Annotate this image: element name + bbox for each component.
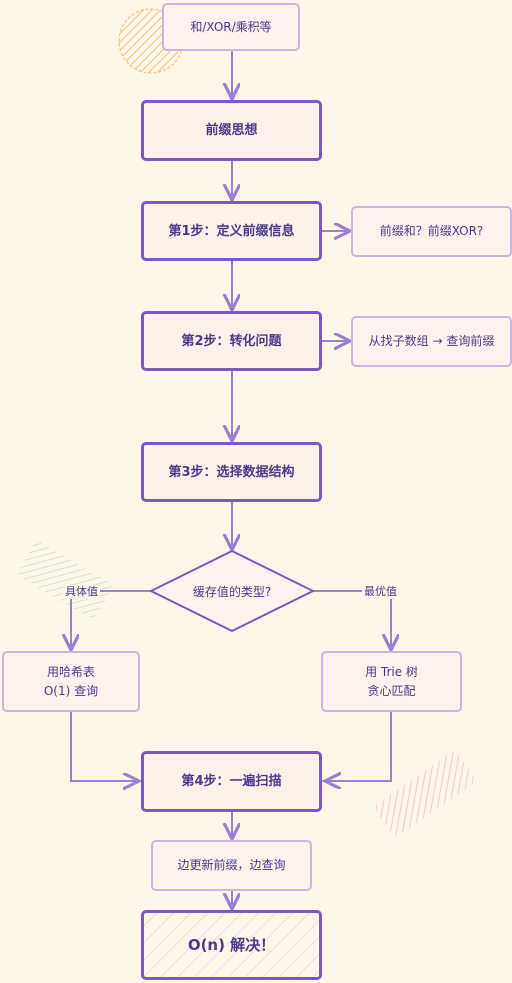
arrow-decision-to-right (312, 590, 391, 648)
edge-label-left: 具体值 (63, 585, 100, 599)
node-scan: 边更新前缀，边查询 (151, 840, 312, 891)
node-right-option-label: 用 Trie 树 贪心匹配 (365, 664, 418, 698)
arrow-left-to-step4 (70, 711, 137, 781)
node-decision-label: 缓存值的类型? (192, 584, 272, 599)
node-result-label: O(n) 解决！ (187, 935, 276, 954)
result-hatch (142, 912, 320, 978)
node-left-option-label: 用哈希表 O(1) 查询 (43, 664, 99, 698)
node-result: O(n) 解决！ (141, 910, 322, 980)
node-step1: 第1步：定义前缀信息 (141, 201, 322, 261)
decor-pink-stripe (375, 752, 475, 836)
node-step3: 第3步：选择数据结构 (141, 442, 322, 502)
node-left-option: 用哈希表 O(1) 查询 (2, 651, 140, 712)
node-step4: 第4步：一遍扫描 (141, 751, 322, 812)
node-step2: 第2步：转化问题 (141, 311, 322, 371)
node-step2-label: 第2步：转化问题 (181, 333, 282, 349)
decor-green-stripe (18, 542, 112, 618)
node-step3-label: 第3步：选择数据结构 (168, 464, 295, 480)
node-concept-label: 前缀思想 (205, 123, 258, 138)
node-step4-label: 第4步：一遍扫描 (181, 774, 282, 789)
node-scan-label: 边更新前缀，边查询 (177, 858, 286, 872)
node-step1-note: 前缀和？前缀XOR? (351, 206, 512, 257)
node-right-option: 用 Trie 树 贪心匹配 (321, 651, 462, 712)
node-concept: 前缀思想 (141, 100, 322, 161)
node-step1-label: 第1步：定义前缀信息 (168, 223, 295, 239)
node-top: 和/XOR/乘积等 (162, 3, 300, 51)
node-top-label: 和/XOR/乘积等 (190, 19, 272, 34)
node-step2-note-label: 从找子数组 → 查询前缀 (368, 334, 495, 348)
edge-label-right: 最优值 (362, 585, 399, 599)
node-step2-note: 从找子数组 → 查询前缀 (351, 316, 512, 367)
decision-diamond (148, 549, 316, 633)
node-step1-note-label: 前缀和？前缀XOR? (379, 224, 484, 238)
arrow-right-to-step4 (327, 711, 392, 781)
